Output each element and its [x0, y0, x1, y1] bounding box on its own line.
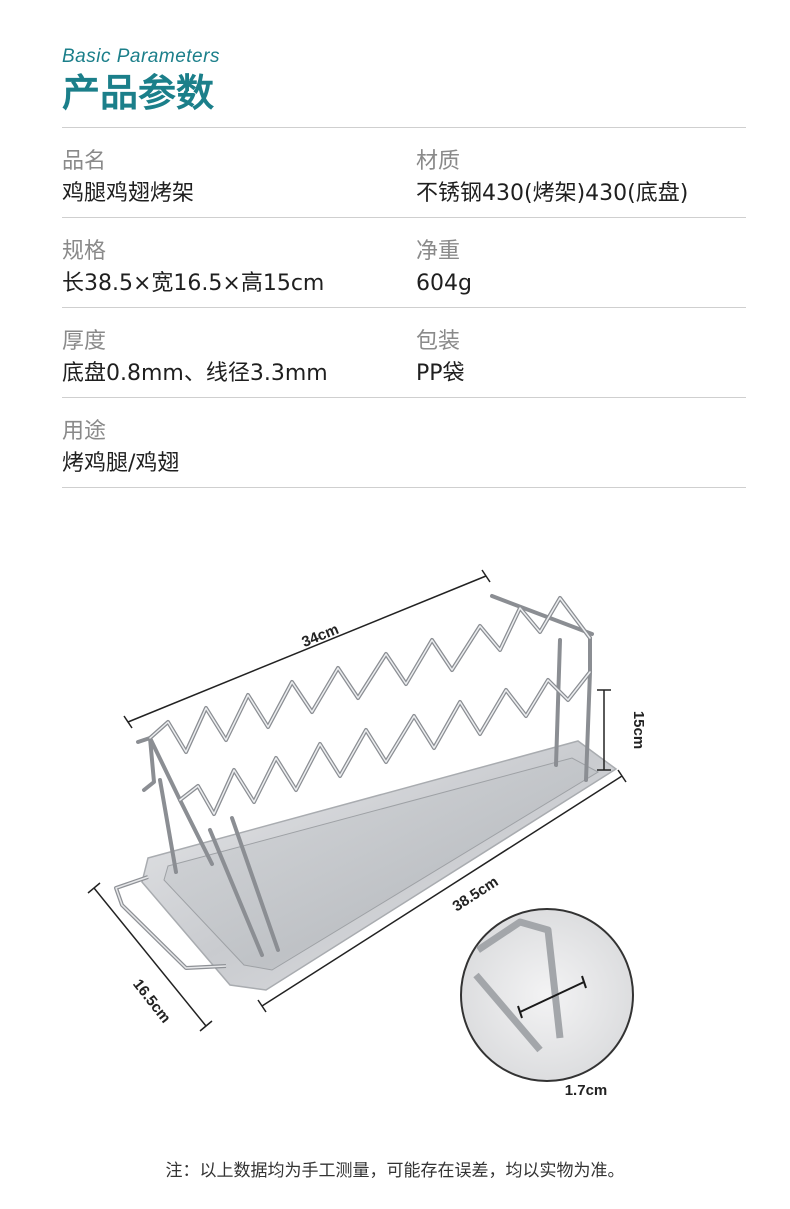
param-label: 用途 — [62, 419, 107, 444]
param-cell: 厚度 底盘0.8mm、线径3.3mm — [62, 328, 328, 389]
param-cell: 规格 长38.5×宽16.5×高15cm — [62, 238, 324, 299]
chicken-rack — [136, 594, 594, 957]
param-cell: 用途 烤鸡腿/鸡翅 — [62, 418, 179, 479]
param-row: 厚度 底盘0.8mm、线径3.3mm 包装 PP袋 — [62, 307, 746, 397]
product-dimension-diagram: 34cm 15cm 38.5cm 16.5cm 1.7cm — [87, 569, 647, 1099]
param-label: 净重 — [416, 239, 461, 264]
param-label: 材质 — [416, 149, 461, 174]
param-value: 长38.5×宽16.5×高15cm — [62, 271, 325, 296]
param-value: 不锈钢430(烤架)430(底盘) — [416, 181, 689, 206]
param-label: 厚度 — [62, 329, 107, 354]
param-value: 烤鸡腿/鸡翅 — [62, 451, 180, 476]
param-label: 包装 — [416, 329, 461, 354]
dim-label-width: 16.5cm — [129, 976, 174, 1027]
dim-label-wire-gap: 1.7cm — [565, 1082, 608, 1099]
section-title: 产品参数 — [62, 71, 215, 115]
param-row: 规格 长38.5×宽16.5×高15cm 净重 604g — [62, 217, 746, 307]
param-cell: 包装 PP袋 — [416, 328, 465, 389]
param-cell: 品名 鸡腿鸡翅烤架 — [62, 148, 194, 209]
param-value: PP袋 — [416, 361, 465, 386]
param-row: 用途 烤鸡腿/鸡翅 — [62, 397, 746, 488]
dim-label-rack-length: 34cm — [299, 621, 341, 651]
param-label: 规格 — [62, 239, 107, 264]
page-header: Basic Parameters 产品参数 — [62, 46, 220, 116]
param-cell: 净重 604g — [416, 238, 472, 299]
param-row: 品名 鸡腿鸡翅烤架 材质 不锈钢430(烤架)430(底盘) — [62, 127, 746, 217]
param-value: 鸡腿鸡翅烤架 — [62, 181, 195, 206]
param-cell: 材质 不锈钢430(烤架)430(底盘) — [416, 148, 688, 209]
dimension-lines — [87, 569, 627, 1032]
section-subtitle: Basic Parameters — [62, 46, 220, 67]
drip-tray — [114, 740, 618, 991]
param-value: 底盘0.8mm、线径3.3mm — [62, 361, 328, 386]
dim-label-height: 15cm — [630, 711, 647, 749]
disclaimer-note: 注：以上数据均为手工测量，可能存在误差，均以实物为准。 — [165, 1161, 625, 1181]
zoom-detail — [460, 908, 634, 1082]
param-label: 品名 — [62, 149, 107, 174]
param-value: 604g — [416, 271, 472, 296]
dim-label-tray-length: 38.5cm — [450, 873, 502, 915]
parameters-table: 品名 鸡腿鸡翅烤架 材质 不锈钢430(烤架)430(底盘) 规格 长38.5×… — [62, 127, 746, 488]
